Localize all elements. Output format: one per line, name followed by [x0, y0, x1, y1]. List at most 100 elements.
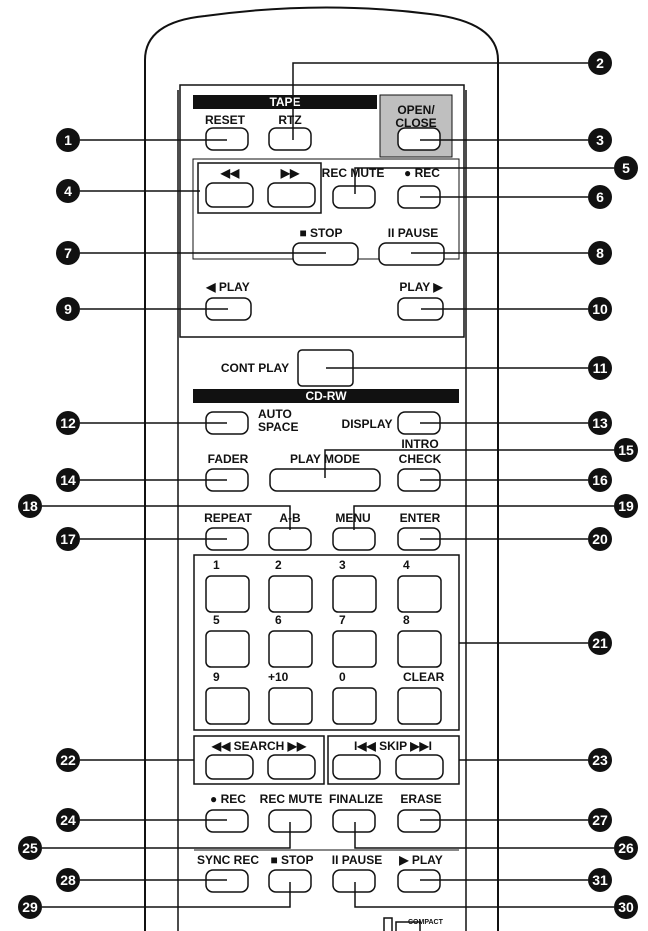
callout-number-14: 14: [60, 472, 76, 488]
label-key-7: 7: [339, 613, 346, 627]
compact-disc-logo: COMPACT: [408, 919, 444, 926]
callout-number-13: 13: [592, 415, 608, 431]
label-key-0: 0: [339, 670, 346, 684]
callout-line-19: [353, 505, 614, 530]
key-6-button[interactable]: [268, 630, 313, 668]
callout-marker-18: [18, 494, 42, 518]
pause-tape-button[interactable]: [378, 242, 445, 266]
label-reset: RESET: [205, 113, 246, 127]
key-plus10-button[interactable]: [268, 687, 313, 725]
label-stop-tape: ■ STOP: [299, 226, 342, 240]
callout-number-29: 29: [22, 899, 38, 915]
sync-rec-button[interactable]: [205, 869, 249, 893]
callout-number-4: 4: [64, 183, 72, 199]
callout-number-10: 10: [592, 301, 608, 317]
label-rtz: RTZ: [278, 113, 301, 127]
rec-mute-tape-button[interactable]: [332, 185, 376, 209]
clear-button[interactable]: [397, 687, 442, 725]
stop-tape-button[interactable]: [292, 242, 359, 266]
label-space: SPACE: [258, 420, 298, 434]
ffwd-button[interactable]: [267, 182, 316, 208]
callout-marker-24: [56, 808, 80, 832]
play-cd-button[interactable]: [397, 869, 441, 893]
callout-line-18: [42, 505, 291, 530]
label-key-3: 3: [339, 558, 346, 572]
tape-panel: [179, 84, 465, 338]
callout-number-26: 26: [618, 840, 634, 856]
key-0-button[interactable]: [332, 687, 377, 725]
remote-body-outline: [144, 6, 499, 931]
callout-marker-12: [56, 411, 80, 435]
callout-number-28: 28: [60, 872, 76, 888]
tape-transport-box: [197, 162, 322, 214]
callout-marker-10: [588, 297, 612, 321]
pause-cd-button[interactable]: [332, 869, 376, 893]
label-fader: FADER: [208, 452, 249, 466]
key-4-button[interactable]: [397, 575, 442, 613]
callout-marker-8: [588, 241, 612, 265]
label-stop-cd: ■ STOP: [270, 853, 313, 867]
callout-number-19: 19: [618, 498, 634, 514]
callout-line-29: [42, 882, 291, 908]
callout-marker-5: [614, 156, 638, 180]
reset-button[interactable]: [205, 127, 249, 151]
key-8-button[interactable]: [397, 630, 442, 668]
label-erase: ERASE: [400, 792, 441, 806]
label-menu: MENU: [335, 511, 370, 525]
skip-rev-button[interactable]: [332, 754, 381, 780]
label-key-4: 4: [403, 558, 410, 572]
finalize-button[interactable]: [332, 809, 376, 833]
key-7-button[interactable]: [332, 630, 377, 668]
callout-number-15: 15: [618, 442, 634, 458]
label-display: DISPLAY: [342, 417, 393, 431]
key-9-button[interactable]: [205, 687, 250, 725]
rewind-button[interactable]: [205, 182, 254, 208]
callout-number-2: 2: [596, 55, 604, 71]
callout-number-1: 1: [64, 132, 72, 148]
callout-marker-20: [588, 527, 612, 551]
tape-header-bar: [193, 95, 377, 109]
callout-marker-29: [18, 895, 42, 919]
label-pause-cd: II PAUSE: [332, 853, 382, 867]
callout-marker-15: [614, 438, 638, 462]
cdrw-header-bar: [193, 389, 459, 403]
search-fwd-button[interactable]: [267, 754, 316, 780]
callout-marker-28: [56, 868, 80, 892]
callout-number-6: 6: [596, 189, 604, 205]
callout-number-7: 7: [64, 245, 72, 261]
callout-number-3: 3: [596, 132, 604, 148]
search-rev-button[interactable]: [205, 754, 254, 780]
label-key-8: 8: [403, 613, 410, 627]
callout-line-26: [354, 822, 614, 849]
menu-button[interactable]: [332, 527, 376, 551]
label-check: CHECK: [399, 452, 442, 466]
key-1-button[interactable]: [205, 575, 250, 613]
open-close-button[interactable]: [397, 127, 441, 151]
callout-number-23: 23: [592, 752, 608, 768]
label-rewind: ◀◀: [220, 166, 240, 180]
disc-logo-icon: [383, 917, 421, 931]
label-key-9: 9: [213, 670, 220, 684]
label-close: CLOSE: [395, 116, 436, 130]
callout-number-16: 16: [592, 472, 608, 488]
callout-marker-17: [56, 527, 80, 551]
callout-marker-4: [56, 179, 80, 203]
label-play-cd: ▶ PLAY: [398, 853, 442, 867]
key-3-button[interactable]: [332, 575, 377, 613]
erase-button[interactable]: [397, 809, 441, 833]
callout-marker-9: [56, 297, 80, 321]
label-open: OPEN/: [397, 103, 435, 117]
callout-number-11: 11: [593, 360, 608, 376]
key-2-button[interactable]: [268, 575, 313, 613]
rec-cd-button[interactable]: [205, 809, 249, 833]
rtz-button[interactable]: [268, 127, 312, 151]
ab-button[interactable]: [268, 527, 312, 551]
key-5-button[interactable]: [205, 630, 250, 668]
callout-marker-23: [588, 748, 612, 772]
skip-fwd-button[interactable]: [395, 754, 444, 780]
callout-line-15: [324, 449, 614, 478]
callout-marker-26: [614, 836, 638, 860]
callout-number-30: 30: [618, 899, 634, 915]
cdrw-header: CD-RW: [305, 389, 347, 403]
